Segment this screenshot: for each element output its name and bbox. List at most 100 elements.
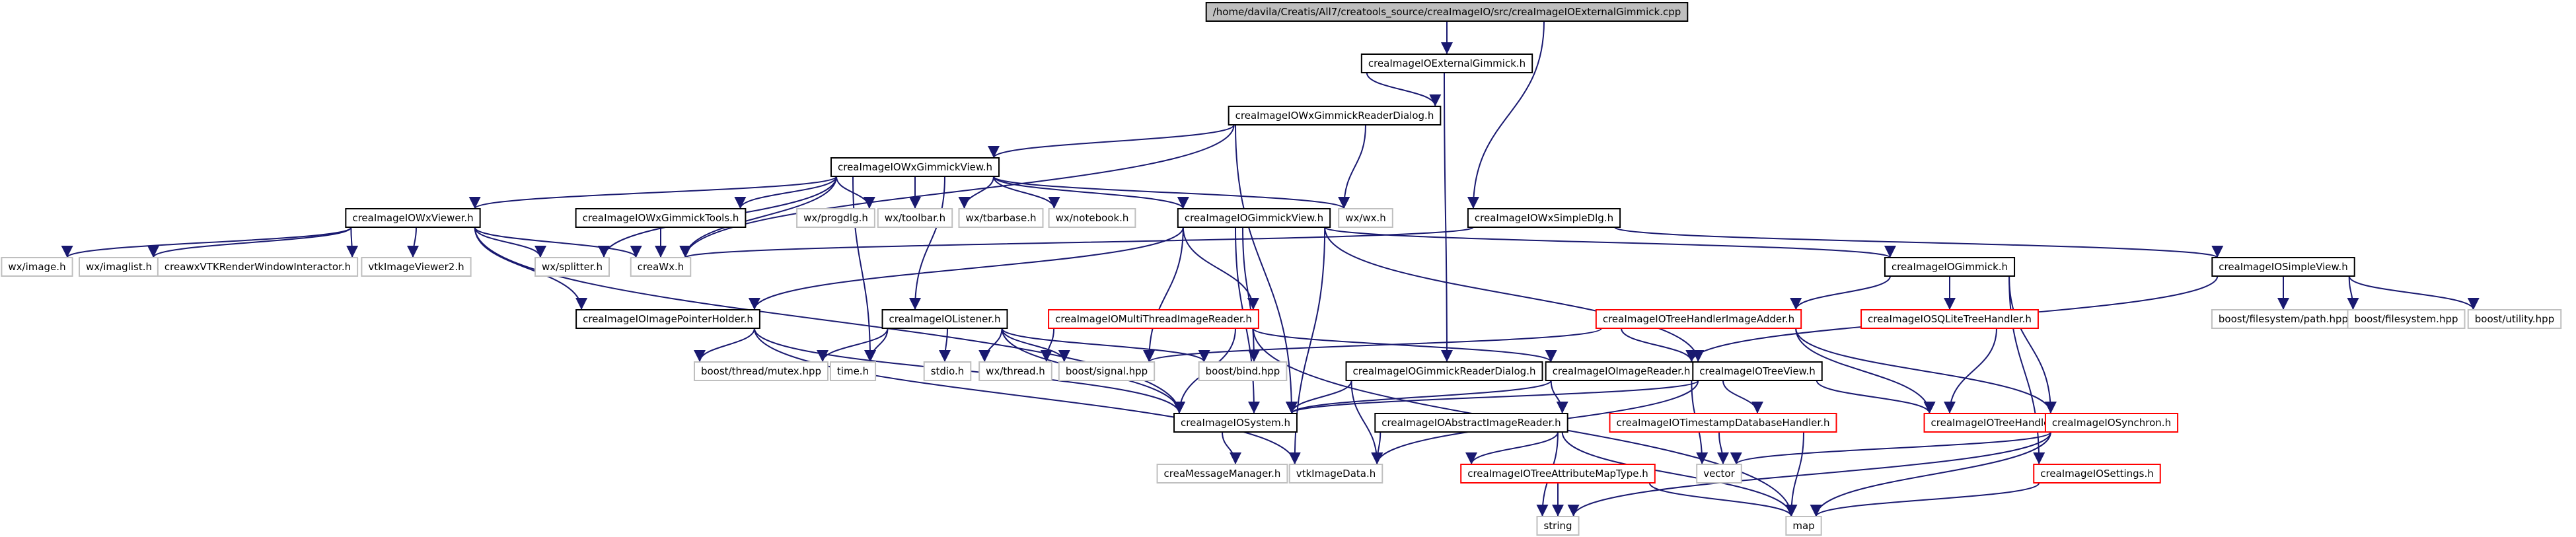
edge-line	[1550, 380, 1568, 414]
node-label: wx/toolbar.h	[885, 212, 945, 224]
node-utility: boost/utility.hpp	[2467, 309, 2562, 329]
node-box	[693, 361, 829, 381]
edge-line	[1288, 227, 1326, 465]
edge-WxGimmickView-to-GimmickView	[993, 176, 1189, 209]
edge-WxGimmickView-to-timeh	[852, 176, 877, 363]
edge-AbstractImageReader-to-TreeAttributeMapType	[1465, 431, 1559, 465]
node-TimestampDB[interactable]: creaImageIOTimestampDatabaseHandler.h	[1609, 413, 1837, 433]
node-WxSimpleDlg[interactable]: creaImageIOWxSimpleDlg.h	[1467, 208, 1621, 228]
node-box	[1536, 516, 1580, 536]
edge-GimmickView-to-ImagePointerHolder	[749, 227, 1184, 310]
edge-ImagePointerHolder-to-vtkImageData	[753, 328, 1301, 465]
node-WxGimmickReaderDialog[interactable]: creaImageIOWxGimmickReaderDialog.h	[1228, 106, 1442, 125]
edge-WxGimmickView-to-creaWx	[679, 176, 837, 258]
node-box	[79, 257, 159, 277]
node-TreeView[interactable]: creaImageIOTreeView.h	[1692, 361, 1823, 381]
edge-line	[2348, 275, 2480, 310]
edge-line	[939, 328, 951, 363]
edge-TimestampDB-to-map	[1785, 431, 1804, 517]
node-label: creaImageIOTreeHandlerImageAdder.h	[1603, 313, 1794, 325]
edge-line	[1440, 72, 1453, 363]
node-SQLiteTreeHandler[interactable]: creaImageIOSQLiteTreeHandler.h	[1860, 309, 2039, 329]
edge-line	[474, 227, 642, 258]
node-AbstractImageReader[interactable]: creaImageIOAbstractImageReader.h	[1374, 413, 1568, 433]
node-box	[1345, 361, 1543, 381]
edge-line	[1810, 482, 2040, 517]
edge-WxGimmickView-to-notebook	[993, 176, 1060, 209]
edge-Listener-to-timeh	[864, 328, 889, 363]
edge-line	[2008, 275, 2045, 465]
edge-line	[1338, 124, 1366, 209]
node-creawxVTK: creawxVTKRenderWindowInteractor.h	[157, 257, 359, 277]
node-GimmickView[interactable]: creaImageIOGimmickView.h	[1177, 208, 1331, 228]
edge-line	[1795, 328, 1936, 414]
node-label: wx/notebook.h	[1056, 212, 1129, 224]
node-root[interactable]: /home/davila/Creatis/All7/creatools_sour…	[1205, 2, 1689, 22]
node-box	[2033, 464, 2161, 483]
node-ImageReader[interactable]: creaImageIOImageReader.h	[1545, 361, 1698, 381]
edge-line	[1366, 72, 1442, 107]
edge-WxGimmickReaderDialog-to-creaWx	[679, 124, 1235, 258]
node-wxwx: wx/wx.h	[1338, 208, 1393, 228]
node-label: boost/thread/mutex.hpp	[701, 365, 821, 377]
node-box	[1696, 464, 1742, 483]
node-box	[534, 257, 610, 277]
node-box	[1595, 309, 1802, 329]
edge-line	[1001, 328, 1210, 363]
edge-GimmickView-to-MultiThreadImageReader	[1182, 227, 1259, 310]
edge-GimmickView-to-vtkImageData	[1288, 227, 1326, 465]
node-TreeHandlerImageAdder[interactable]: creaImageIOTreeHandlerImageAdder.h	[1595, 309, 1802, 329]
edge-line	[679, 176, 837, 258]
node-box	[345, 208, 481, 228]
node-ImagePointerHolder[interactable]: creaImageIOImagePointerHolder.h	[575, 309, 760, 329]
node-notebook: wx/notebook.h	[1048, 208, 1136, 228]
edge-line	[1242, 227, 1260, 363]
edge-Gimmick-to-TreeHandlerImageAdder	[1790, 275, 1891, 310]
edge-WxGimmickView-to-WxGimmickTools	[734, 176, 837, 209]
edge-GimmickView-to-bind	[1242, 227, 1260, 363]
edge-line	[469, 176, 837, 209]
edge-line	[852, 176, 877, 363]
node-label: creaImageIOWxGimmickView.h	[838, 161, 992, 173]
node-Listener[interactable]: creaImageIOListener.h	[881, 309, 1008, 329]
node-WxViewer[interactable]: creaImageIOWxViewer.h	[345, 208, 481, 228]
edge-Gimmick-to-Synchron	[2008, 275, 2057, 414]
node-box	[575, 208, 747, 228]
node-box	[361, 257, 472, 277]
node-vector: vector	[1696, 464, 1742, 483]
edge-WxGimmickView-to-wxwx	[993, 176, 1350, 209]
node-MessageManager: creaMessageManager.h	[1156, 464, 1288, 483]
node-box	[1545, 361, 1698, 381]
edge-Settings-to-map	[1810, 482, 2040, 517]
edge-line	[1235, 124, 1298, 414]
node-label: time.h	[837, 365, 869, 377]
node-label: wx/image.h	[8, 261, 65, 273]
edge-line	[1944, 328, 1997, 414]
node-label: boost/filesystem.hpp	[2354, 313, 2458, 325]
node-box	[1374, 413, 1568, 433]
edge-line	[1286, 380, 1552, 414]
node-MultiThreadImageReader[interactable]: creaImageIOMultiThreadImageReader.h	[1048, 309, 1259, 329]
node-Settings[interactable]: creaImageIOSettings.h	[2033, 464, 2161, 483]
node-box	[1048, 208, 1136, 228]
edge-WxGimmickReaderDialog-to-wxwx	[1338, 124, 1366, 209]
node-SimpleView[interactable]: creaImageIOSimpleView.h	[2211, 257, 2355, 277]
node-label: creawxVTKRenderWindowInteractor.h	[165, 261, 351, 273]
edge-WxGimmickView-to-Listener	[909, 176, 945, 310]
node-label: creaMessageManager.h	[1164, 468, 1281, 480]
node-TreeAttributeMapType[interactable]: creaImageIOTreeAttributeMapType.h	[1460, 464, 1656, 483]
node-label: boost/signal.hpp	[1066, 365, 1148, 377]
node-Gimmick[interactable]: creaImageIOGimmick.h	[1884, 257, 2016, 277]
node-ExternalGimmick[interactable]: creaImageIOExternalGimmick.h	[1360, 54, 1533, 73]
node-box	[830, 157, 1000, 177]
edge-line	[817, 328, 889, 363]
edge-ExternalGimmick-to-GimmickReaderDialog	[1440, 72, 1453, 363]
node-GimmickReaderDialog[interactable]: creaImageIOGimmickReaderDialog.h	[1345, 361, 1543, 381]
node-WxGimmickTools[interactable]: creaImageIOWxGimmickTools.h	[575, 208, 747, 228]
node-Synchron[interactable]: creaImageIOSynchron.h	[2044, 413, 2179, 433]
node-System[interactable]: creaImageIOSystem.h	[1173, 413, 1298, 433]
node-WxGimmickView[interactable]: creaImageIOWxGimmickView.h	[830, 157, 1000, 177]
node-box	[978, 361, 1052, 381]
node-label: wx/progdlg.h	[803, 212, 868, 224]
edge-GimmickView-to-signal	[1143, 227, 1184, 363]
